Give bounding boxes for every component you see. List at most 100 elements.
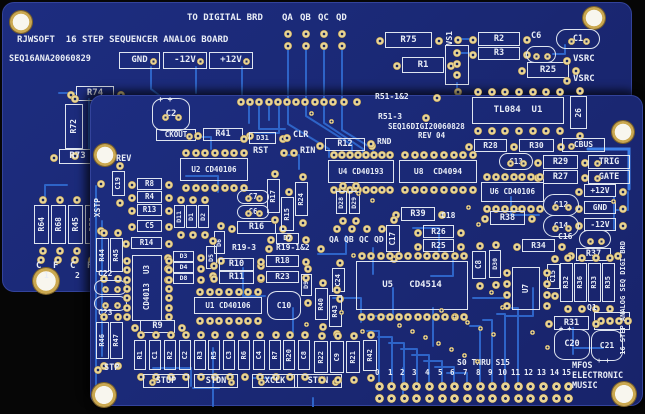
pad [543, 53, 551, 61]
pad [113, 362, 122, 370]
component-r12: R12 [316, 138, 376, 151]
pad [303, 299, 312, 307]
pad [255, 98, 264, 106]
pad [197, 373, 205, 381]
pad [338, 42, 346, 50]
pad [290, 149, 298, 157]
component-d3: D3 [164, 251, 205, 262]
pad [38, 247, 47, 255]
pad [237, 98, 245, 106]
component-c14: C14 [543, 215, 579, 237]
component-r2: R2 [469, 32, 531, 46]
pad [115, 162, 124, 170]
pad [459, 186, 468, 194]
component-12v: +12V [575, 184, 627, 197]
label-qd: QD [336, 13, 347, 23]
pad [273, 98, 282, 106]
label-c: C [36, 261, 42, 271]
pad [122, 240, 130, 248]
pad [123, 266, 131, 275]
pad [367, 374, 375, 382]
label-c: C [70, 261, 76, 271]
component-c19: C19 [112, 162, 125, 207]
label-: + + [597, 357, 610, 365]
component-c5: C5 [128, 220, 173, 232]
pad [211, 184, 219, 192]
pad [241, 331, 249, 339]
pad [240, 184, 248, 192]
pad [533, 53, 541, 61]
pad [378, 186, 386, 194]
pad [536, 173, 544, 181]
pad [509, 205, 518, 213]
pad [393, 62, 401, 70]
pad [376, 313, 385, 321]
pad [460, 252, 468, 260]
component-r42: R42 [363, 331, 377, 382]
label-5: 5 [438, 368, 443, 377]
pad [165, 303, 173, 312]
pad [567, 142, 575, 150]
pad [165, 313, 173, 321]
pad [581, 174, 589, 182]
mounting-hole [94, 144, 116, 166]
pad [374, 381, 384, 391]
component-r7: R7 [269, 331, 281, 381]
pad [196, 288, 204, 296]
via [477, 325, 483, 331]
pad [606, 317, 614, 325]
pad [374, 393, 384, 403]
pad [449, 186, 458, 194]
via [422, 334, 428, 340]
label-12: 12 [524, 368, 534, 377]
cap [579, 230, 611, 248]
pad [437, 393, 447, 403]
pad [303, 265, 312, 273]
pad [430, 151, 439, 159]
pad [182, 184, 190, 192]
pad [563, 77, 571, 85]
pad [354, 186, 362, 194]
label-11: 11 [511, 368, 521, 377]
label-rev-04: REV 04 [418, 131, 446, 140]
via [465, 204, 471, 210]
pad [165, 266, 173, 275]
pad [257, 258, 265, 266]
pad [515, 88, 523, 96]
pad [333, 225, 341, 233]
pad [450, 381, 460, 391]
label-f: F [87, 262, 92, 271]
pad [102, 301, 110, 309]
pad [624, 317, 632, 325]
pad [528, 127, 537, 135]
component-r45: R45 [68, 196, 83, 255]
label-rnd: RND [377, 137, 392, 146]
pad [244, 195, 252, 203]
pad [211, 149, 219, 157]
pad [256, 195, 264, 203]
pad [38, 196, 47, 204]
pad [284, 234, 293, 242]
pad [335, 259, 344, 267]
component-c17: C17 [386, 216, 400, 263]
pad [242, 58, 250, 65]
via [448, 346, 454, 352]
pad [551, 393, 561, 403]
component-12v: +12V [209, 52, 253, 69]
pad [543, 269, 551, 277]
pad [453, 60, 461, 68]
pad [131, 323, 139, 332]
pad [329, 98, 337, 106]
pad [509, 173, 518, 181]
component-r16: R16 [228, 221, 287, 234]
pad [420, 186, 429, 194]
pad [476, 282, 484, 290]
pad [350, 376, 358, 384]
pad [318, 376, 326, 384]
pad [454, 88, 462, 96]
pad [385, 313, 394, 321]
via [475, 221, 481, 227]
via [355, 190, 361, 196]
component-r46: R46 [96, 313, 109, 370]
pad [563, 57, 571, 65]
